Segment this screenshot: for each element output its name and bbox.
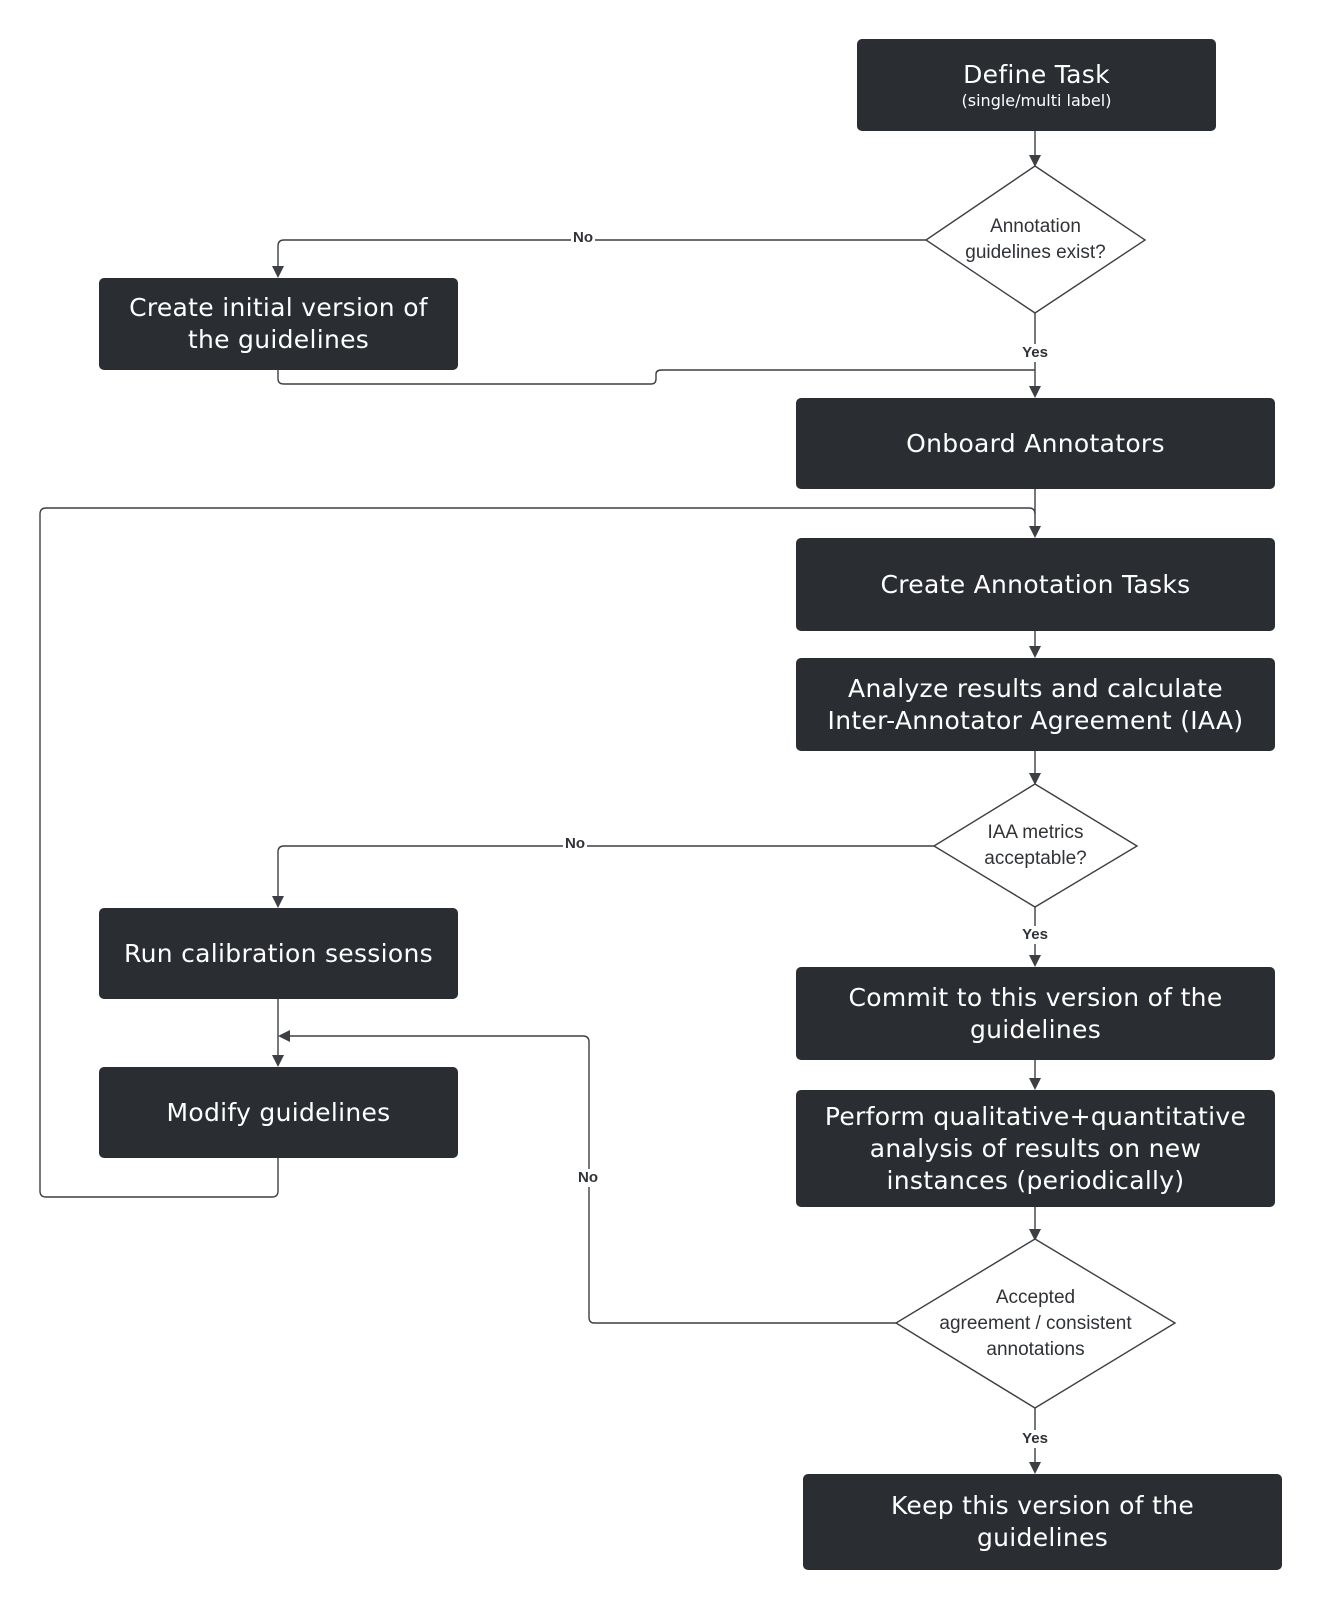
keep-line2: guidelines [976, 1523, 1109, 1552]
calibration-label: Run calibration sessions [124, 938, 433, 968]
decision1-line2: guidelines exist? [965, 241, 1106, 263]
edge-label-accepted-yes: Yes [1020, 1430, 1050, 1448]
analyze-line1: Analyze results and calculate [848, 673, 1223, 703]
perform-line2: analysis of results on new [869, 1133, 1202, 1163]
decision2-shape [932, 783, 1139, 908]
analyze-box: Analyze results and calculate Inter-Anno… [796, 658, 1275, 751]
edge-label-guidelines-no: No [571, 229, 595, 247]
edge-label-iaa-no: No [563, 835, 587, 853]
commit-box: Commit to this version of the guidelines [796, 967, 1275, 1060]
decision3-line2: agreement / consistent [939, 1312, 1132, 1334]
decision2-line2: acceptable? [984, 847, 1087, 869]
edge-guidelines-no [272, 239, 926, 278]
edge-modify-loop [39, 507, 1036, 1198]
decision3-shape [894, 1238, 1177, 1409]
modify-label: Modify guidelines [166, 1097, 391, 1127]
decision3-line3: annotations [986, 1338, 1085, 1360]
analyze-line2: Inter-Annotator Agreement (IAA) [827, 705, 1244, 735]
keep-box: Keep this version of the guidelines [803, 1474, 1282, 1570]
decision2-line1: IAA metrics [987, 821, 1084, 843]
decision3-line1: Accepted [995, 1286, 1076, 1308]
accepted-decision: Accepted agreement / consistent annotati… [896, 1239, 1175, 1408]
create-tasks-box: Create Annotation Tasks [796, 538, 1275, 631]
keep-line1: Keep this version of the [890, 1491, 1195, 1520]
create-initial-line1: Create initial version of [129, 293, 428, 322]
edge-label-iaa-yes: Yes [1020, 926, 1050, 944]
iaa-acceptable-decision: IAA metrics acceptable? [934, 784, 1137, 907]
edge-label-guidelines-yes: Yes [1020, 344, 1050, 362]
edge-iaa-no [272, 845, 934, 908]
perform-line3: instances (periodically) [886, 1165, 1185, 1195]
create-initial-box: Create initial version of the guidelines [99, 278, 458, 370]
create-initial-line2: the guidelines [187, 325, 370, 354]
create-tasks-label: Create Annotation Tasks [880, 569, 1191, 599]
commit-line1: Commit to this version of the [848, 982, 1223, 1012]
onboard-box: Onboard Annotators [796, 398, 1275, 489]
onboard-label: Onboard Annotators [906, 428, 1165, 458]
edge-label-accepted-no: No [576, 1169, 600, 1187]
calibration-box: Run calibration sessions [99, 908, 458, 999]
decision1-shape [924, 165, 1147, 314]
perform-line1: Perform qualitative+quantitative [824, 1101, 1247, 1131]
modify-box: Modify guidelines [99, 1067, 458, 1158]
guidelines-exist-decision: Annotation guidelines exist? [926, 166, 1145, 313]
decision1-line1: Annotation [990, 215, 1081, 237]
define-task-title: Define Task [963, 60, 1110, 89]
commit-line2: guidelines [969, 1014, 1102, 1044]
edge-initial-to-onboard [277, 369, 1035, 385]
define-task-subtitle: (single/multi label) [961, 91, 1112, 110]
define-task-box: Define Task (single/multi label) [857, 39, 1216, 131]
perform-box: Perform qualitative+quantitative analysi… [796, 1090, 1275, 1207]
